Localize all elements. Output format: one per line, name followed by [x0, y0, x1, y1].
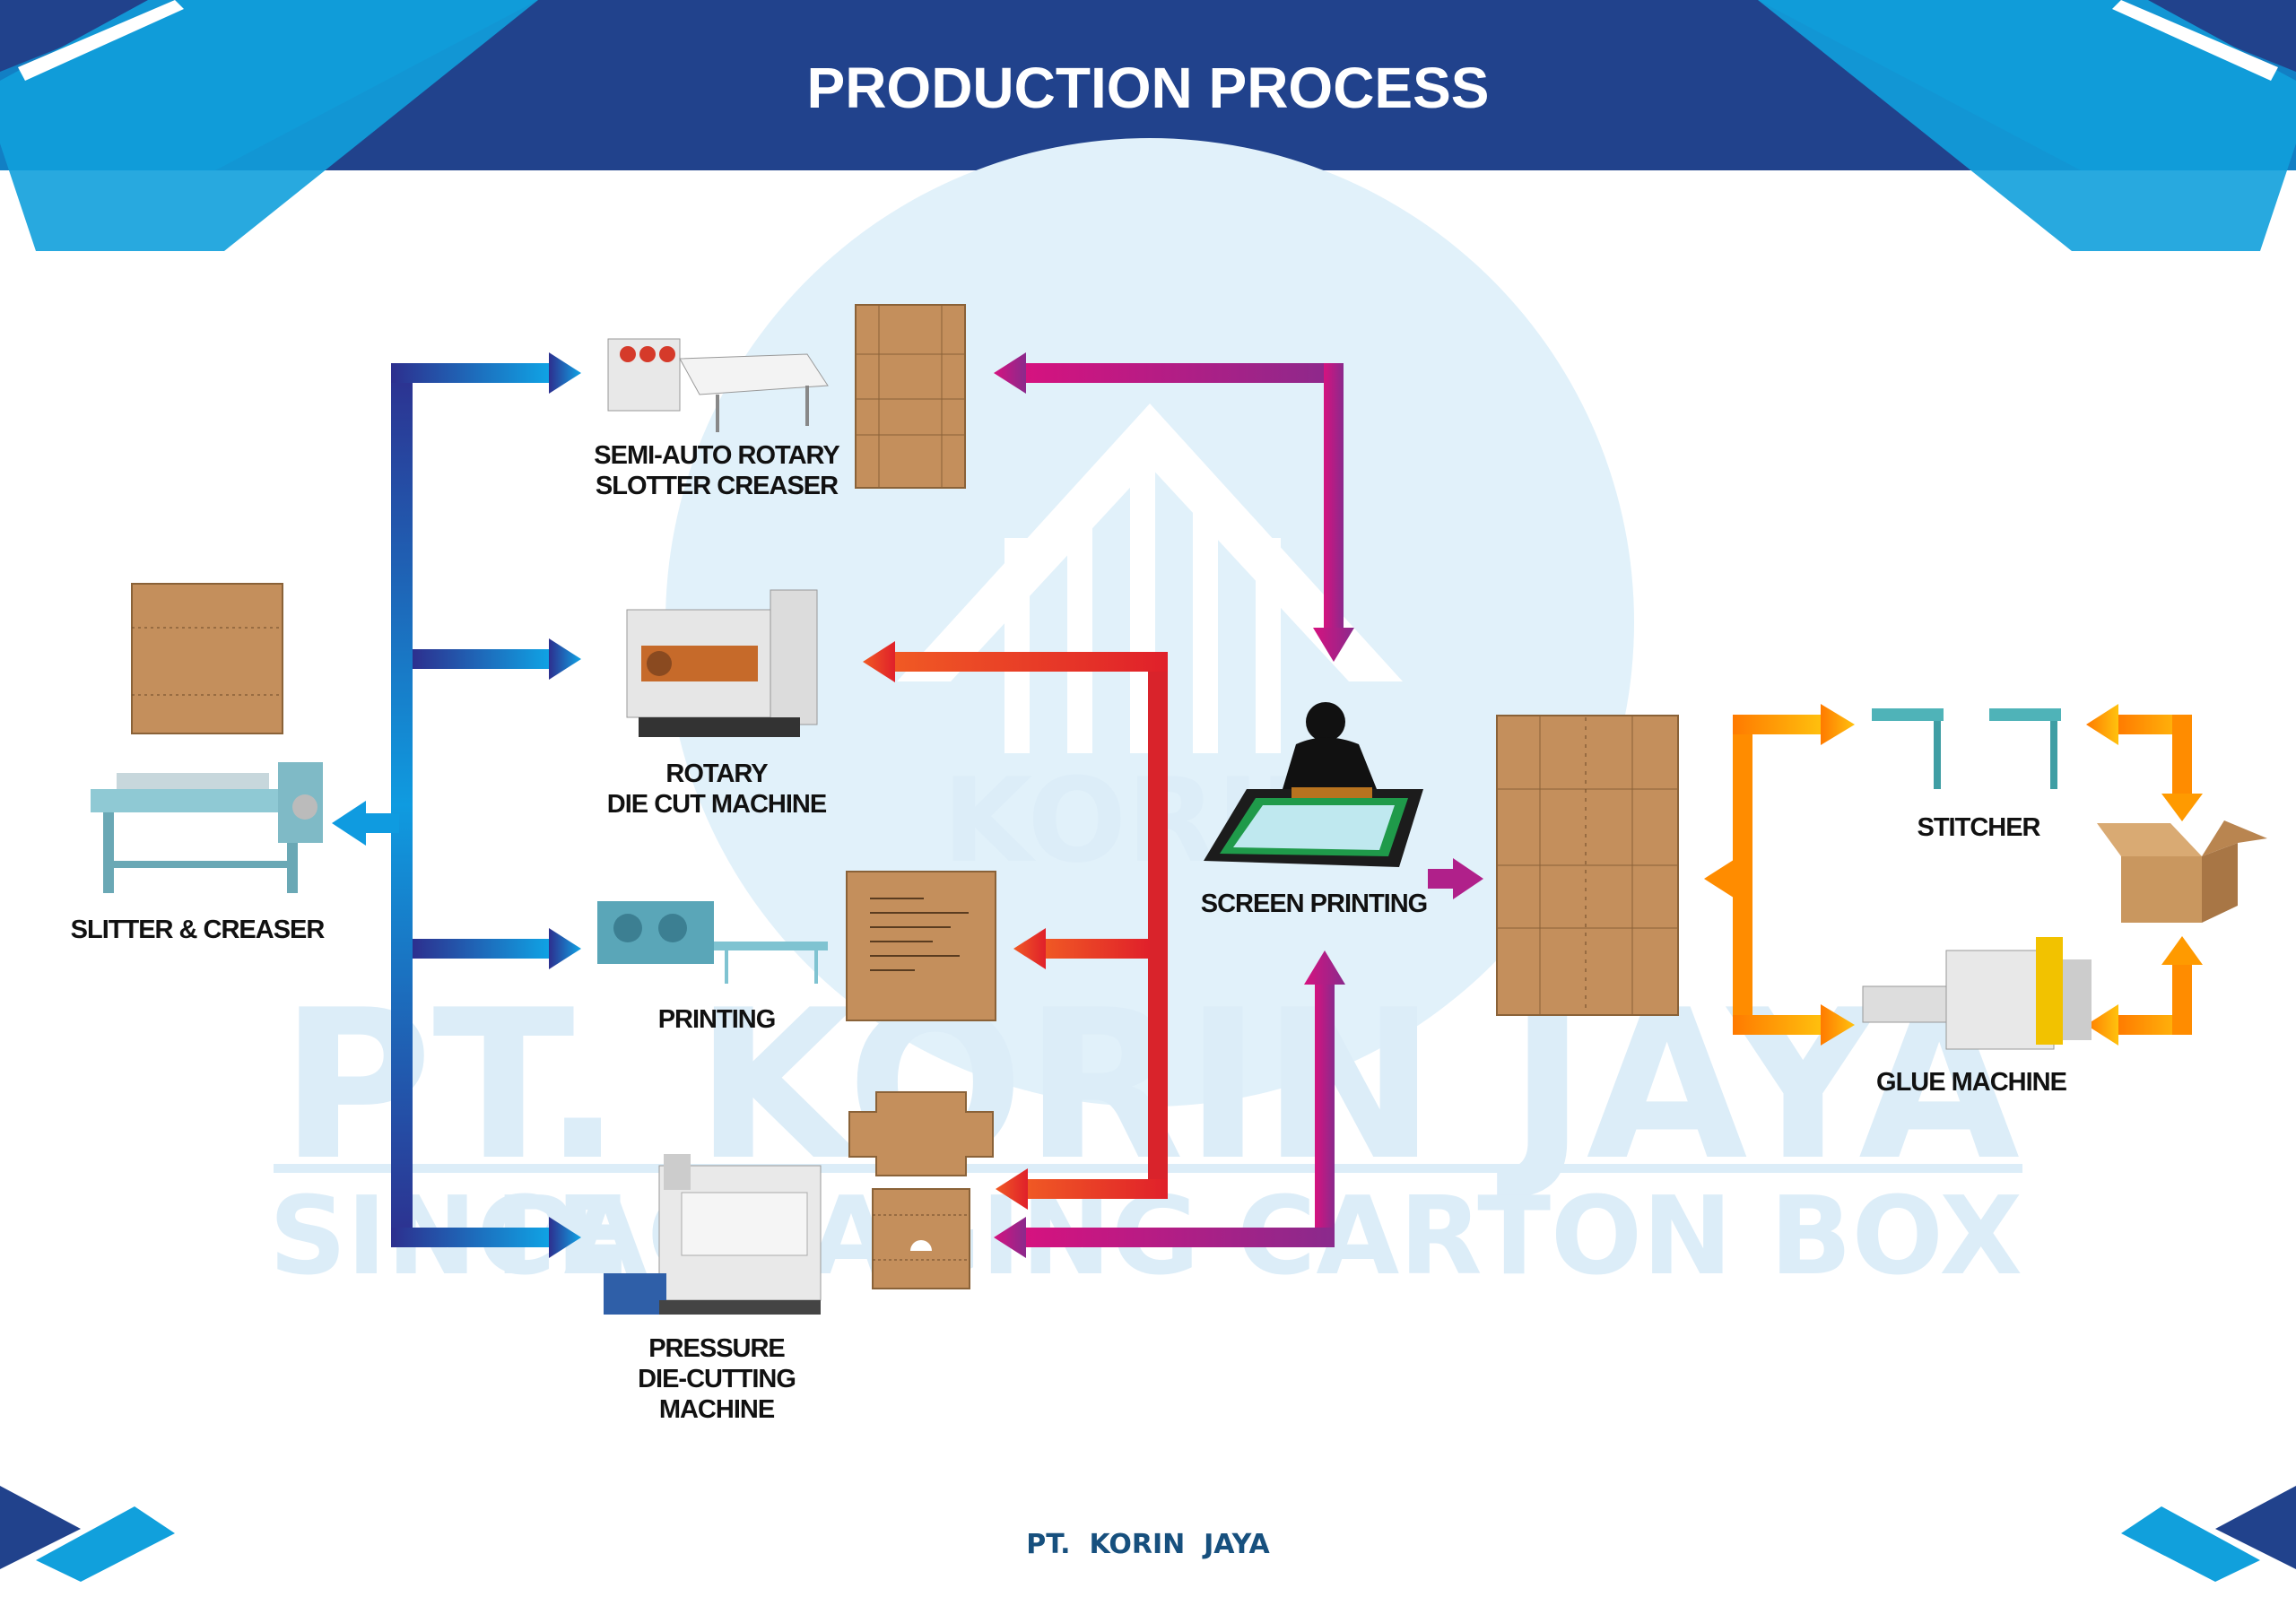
orange-flow-arrows: [1704, 704, 2203, 1046]
label-rotary-line2: DIE CUT MACHINE: [607, 790, 827, 819]
cardboard-sheet-icon: [131, 583, 283, 734]
label-glue-machine: GLUE MACHINE: [1876, 1068, 2067, 1097]
footer-decoration-left: [0, 1486, 175, 1582]
screen-printing-worker-icon: [1204, 702, 1423, 867]
label-slitter-creaser: SLITTER & CREASER: [71, 916, 326, 944]
printed-sheet-icon: [846, 871, 996, 1021]
printing-machine-icon: [597, 901, 828, 984]
header-banner: PRODUCTION PROCESS: [0, 0, 2296, 251]
page-title: PRODUCTION PROCESS: [807, 56, 1490, 120]
semi-auto-rotary-slotter-icon: [607, 338, 829, 432]
slitter-creaser-machine-icon: [91, 762, 323, 893]
label-printing: PRINTING: [658, 1005, 776, 1034]
box-blank-slotted-icon: [855, 304, 966, 489]
open-carton-box-icon: [2097, 820, 2267, 923]
label-semi-auto-line1: SEMI-AUTO ROTARY: [594, 441, 839, 470]
blue-flow-arrows: [332, 352, 581, 1258]
box-blank-large-icon: [1496, 715, 1679, 1016]
footer-company-name: PT. KORIN JAYA: [1026, 1529, 1270, 1560]
label-rotary-line1: ROTARY: [665, 759, 768, 788]
stitcher-machine-icon: [1872, 708, 2061, 789]
pressure-die-cutting-machine-icon: [604, 1154, 822, 1315]
die-cut-tray-blank-icon: [872, 1188, 970, 1289]
magenta-flow-arrows: [994, 352, 1483, 1258]
die-cut-cross-blank-icon: [848, 1091, 994, 1176]
red-flow-arrows: [863, 641, 1168, 1210]
rotary-die-cut-machine-icon: [626, 589, 818, 737]
label-pressure-line1: PRESSURE: [648, 1334, 785, 1363]
label-pressure-line3: MACHINE: [659, 1395, 775, 1424]
label-pressure-line2: DIE-CUTTING: [638, 1365, 796, 1393]
footer-decoration-right: [2121, 1486, 2296, 1582]
label-screen-printing: SCREEN PRINTING: [1201, 890, 1427, 918]
glue-machine-icon: [1862, 937, 2092, 1050]
label-stitcher: STITCHER: [1918, 813, 2041, 842]
label-semi-auto-line2: SLOTTER CREASER: [596, 472, 839, 500]
